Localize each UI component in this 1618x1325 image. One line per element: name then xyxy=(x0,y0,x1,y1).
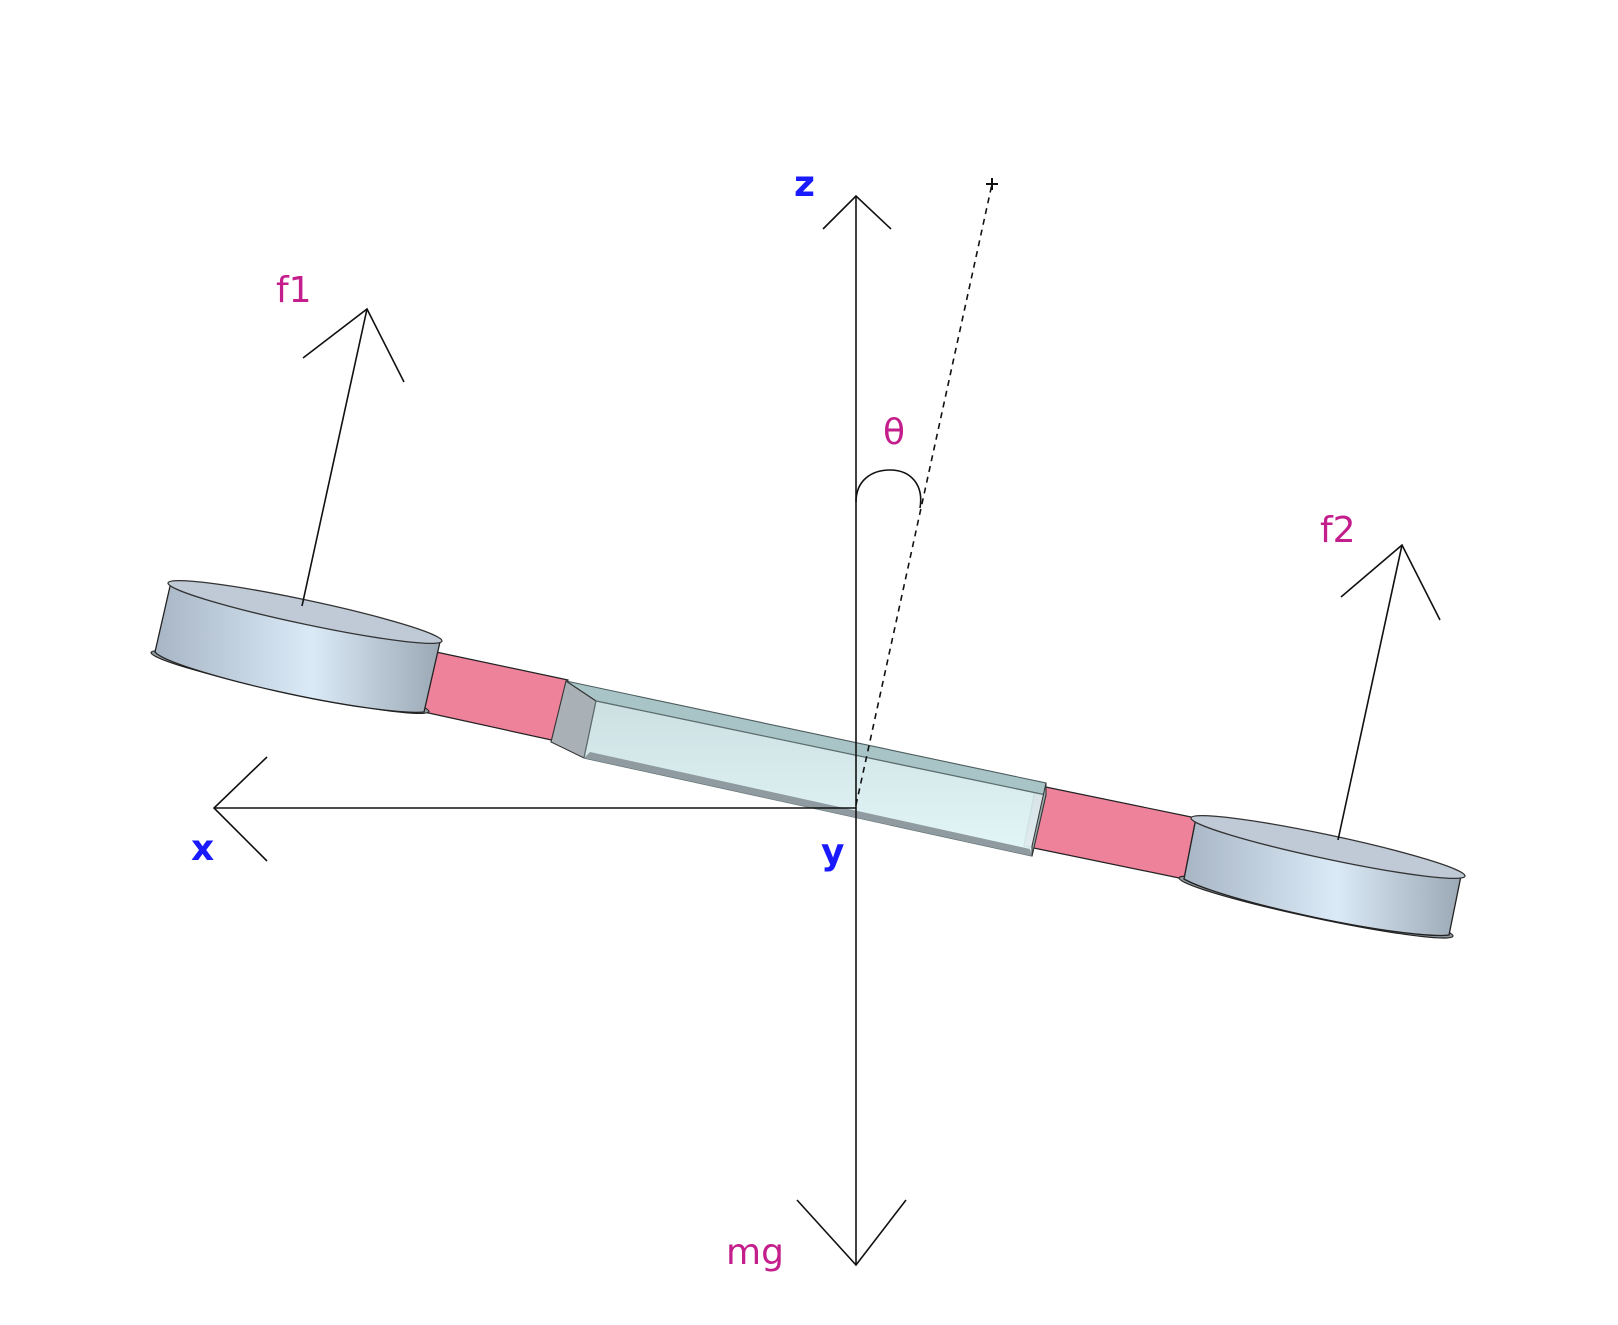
theta-arc xyxy=(855,469,922,509)
z-axis-arrowhead xyxy=(822,194,892,230)
x-axis-arrowhead xyxy=(212,756,268,862)
z-axis-label: z xyxy=(794,164,815,205)
right-rotor xyxy=(1178,814,1466,939)
right-arm xyxy=(1023,784,1197,880)
left-rotor xyxy=(150,579,443,715)
theta-label: θ xyxy=(883,412,905,453)
gravity-label: mg xyxy=(726,1232,784,1273)
y-axis-label: y xyxy=(821,832,844,873)
f1-vector-line xyxy=(301,308,368,607)
f1-vector-arrowhead xyxy=(302,307,405,383)
left-arm xyxy=(423,651,569,742)
f2-vector-line xyxy=(1337,544,1403,841)
x-axis-label: x xyxy=(191,828,214,869)
body-axis-dashed xyxy=(855,183,993,806)
gravity-arrowhead xyxy=(796,1199,907,1267)
f2-vector-arrowhead xyxy=(1340,543,1441,621)
f1-label: f1 xyxy=(276,270,312,311)
center-body xyxy=(550,680,1047,857)
f2-label: f2 xyxy=(1320,510,1356,551)
